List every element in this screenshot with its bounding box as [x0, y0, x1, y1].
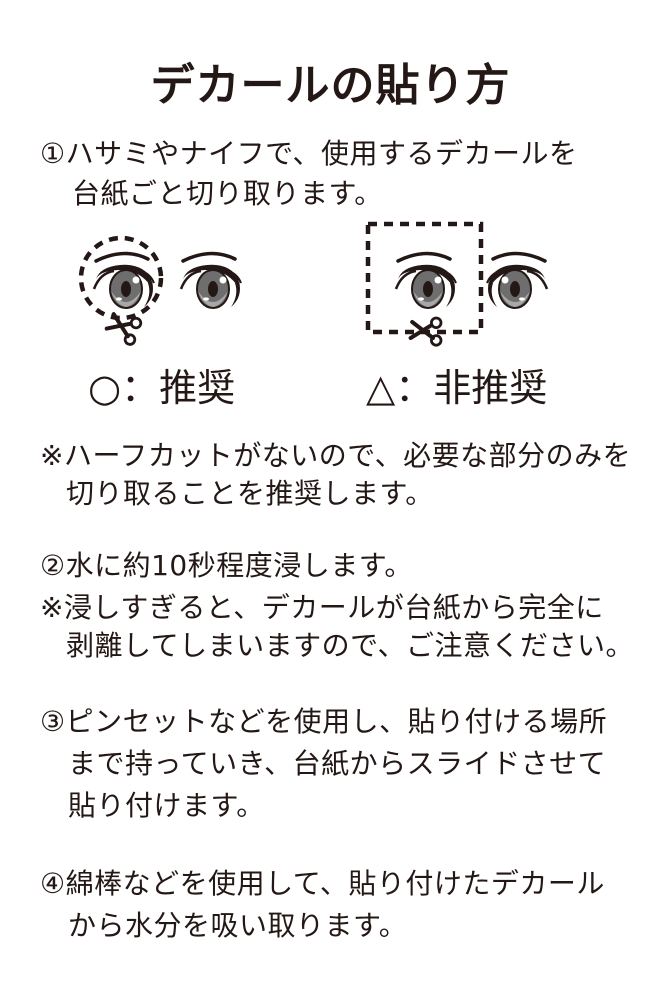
halfcut-note-line-1: ※ハーフカットがないので、必要な部分のみを	[40, 439, 632, 472]
recommended-label: ○：推奨	[88, 366, 236, 410]
step-3-line-3: 貼り付けます。	[68, 789, 265, 822]
step-4-line-1: ④綿棒などを使用して、貼り付けたデカール	[40, 867, 605, 900]
step-3-line-1: ③ピンセットなどを使用し、貼り付ける場所	[40, 705, 608, 738]
step-3-line-2: まで持っていき、台紙からスライドさせて	[68, 747, 607, 780]
step-4-line-2: から水分を吸い取ります。	[68, 909, 408, 942]
step-2-line-1: ②水に約10秒程度浸します。	[40, 549, 413, 582]
circle-symbol: ○	[88, 366, 122, 410]
halfcut-note-line-2: 切り取ることを推奨します。	[66, 477, 434, 510]
step-2-note-line-2: 剥離してしまいますので、ご注意ください。	[66, 629, 635, 662]
triangle-symbol: △	[366, 366, 396, 410]
page-title: デカールの貼り方	[150, 60, 511, 111]
dashed-circle-cut-line	[78, 235, 164, 321]
step-1-line-2: 台紙ごと切り取ります。	[72, 177, 383, 210]
not-recommended-label: △：非推奨	[366, 366, 548, 410]
step-1-line-1: ①ハサミやナイフで、使用するデカールを	[40, 137, 578, 170]
step-2-note-line-1: ※浸しすぎると、デカールが台紙から完全に	[40, 591, 604, 624]
